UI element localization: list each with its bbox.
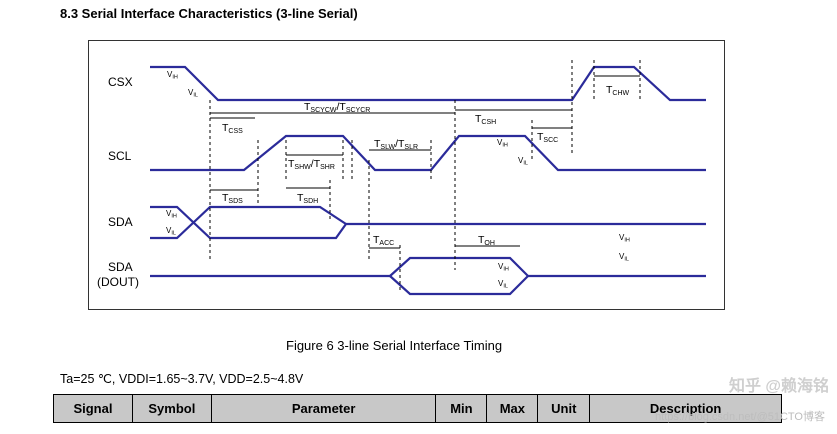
sda-dout-lower: [389, 275, 529, 296]
label-tscc: TSCC: [537, 131, 558, 144]
label-tsdh: TSDH: [297, 192, 318, 205]
label-tcsh: TCSH: [475, 113, 496, 126]
header-parameter: Parameter: [210, 394, 437, 423]
sda-vih-label: VIH: [166, 209, 177, 220]
scl-vil-label: VIL: [518, 156, 528, 167]
label-toh: TOH: [478, 234, 495, 247]
scl-vih-label: VIH: [497, 138, 508, 149]
test-conditions: Ta=25 ℃, VDDI=1.65~3.7V, VDD=2.5~4.8V: [60, 372, 304, 386]
csx-vil-label: VIL: [188, 88, 198, 99]
header-min: Min: [435, 394, 488, 423]
label-tslw: TSLW/TSLR: [374, 138, 418, 151]
right-vil-label: VIL: [619, 252, 629, 263]
sda-dout-upper: [389, 256, 529, 277]
csx-waveform: [150, 65, 706, 102]
header-description: Description: [589, 394, 782, 423]
header-max: Max: [486, 394, 539, 423]
dout-vil-label: VIL: [498, 279, 508, 290]
watermark-url: https://blog.csdn.net/@51CTO博客: [655, 411, 825, 423]
label-tcss: TCSS: [222, 122, 243, 135]
spec-table-header-row: Signal Symbol Parameter Min Max Unit Des…: [53, 394, 782, 423]
csx-vih-label: VIH: [167, 70, 178, 81]
spec-table: Signal Symbol Parameter Min Max Unit Des…: [53, 394, 782, 423]
sda-waveform-upper: [150, 205, 706, 240]
label-tshw: TSHW/TSHR: [288, 158, 335, 171]
signal-scl: SCL: [108, 149, 132, 163]
signal-sda-dout-suffix: (DOUT): [97, 275, 139, 289]
sda-vil-label: VIL: [166, 226, 176, 237]
label-tchw: TCHW: [606, 84, 630, 97]
signal-sda: SDA: [108, 215, 133, 229]
label-tsds: TSDS: [222, 192, 243, 205]
figure-caption: Figure 6 3-line Serial Interface Timing: [286, 338, 503, 353]
label-tacc: TACC: [373, 234, 394, 247]
header-symbol: Symbol: [131, 394, 212, 423]
timing-diagram: CSX SCL SDA SDA (DOUT): [97, 60, 706, 296]
label-tscyc: TSCYCW/TSCYCR: [304, 101, 370, 114]
watermark: 知乎 @赖海铭: [728, 378, 829, 395]
scl-waveform: [150, 134, 706, 172]
timing-diagram-frame: [88, 40, 725, 310]
signal-sda-dout: SDA: [108, 260, 133, 274]
signal-csx: CSX: [108, 75, 133, 89]
right-vih-label: VIH: [619, 233, 630, 244]
header-unit: Unit: [537, 394, 591, 423]
sda-waveform-lower: [150, 205, 347, 240]
section-title: 8.3 Serial Interface Characteristics (3-…: [60, 6, 358, 21]
header-signal: Signal: [53, 394, 133, 423]
dout-vih-label: VIH: [498, 262, 509, 273]
